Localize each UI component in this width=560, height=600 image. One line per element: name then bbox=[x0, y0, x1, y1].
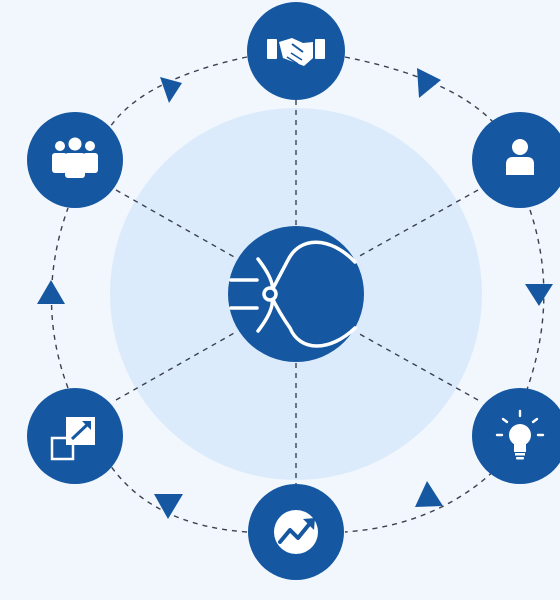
node-lower-left[interactable] bbox=[27, 388, 123, 484]
direction-arrows bbox=[37, 68, 553, 519]
team-icon bbox=[52, 137, 98, 178]
node-top[interactable] bbox=[247, 2, 345, 100]
center-node[interactable] bbox=[228, 226, 364, 362]
arrow-icon bbox=[415, 481, 443, 507]
user-icon bbox=[506, 139, 534, 175]
node-lower-right[interactable] bbox=[472, 388, 560, 484]
growth-chart-icon bbox=[274, 510, 318, 554]
node-upper-left[interactable] bbox=[27, 112, 123, 208]
spoke-lower-right bbox=[355, 331, 479, 401]
scale-expand-icon bbox=[50, 417, 95, 461]
spoke-upper-left bbox=[115, 189, 237, 259]
spoke-lower-left bbox=[115, 331, 237, 401]
lightbulb-icon bbox=[495, 409, 545, 460]
node-upper-right[interactable] bbox=[472, 112, 560, 208]
hub-logo-icon bbox=[229, 240, 357, 348]
spokes bbox=[115, 100, 479, 488]
node-bottom[interactable] bbox=[248, 484, 344, 580]
arrow-icon bbox=[160, 77, 182, 103]
arrow-icon bbox=[417, 68, 441, 98]
handshake-icon bbox=[267, 38, 325, 66]
spoke-upper-right bbox=[355, 189, 479, 259]
arrow-icon bbox=[154, 494, 183, 519]
arrow-icon bbox=[37, 280, 65, 304]
arrow-icon bbox=[525, 284, 553, 306]
